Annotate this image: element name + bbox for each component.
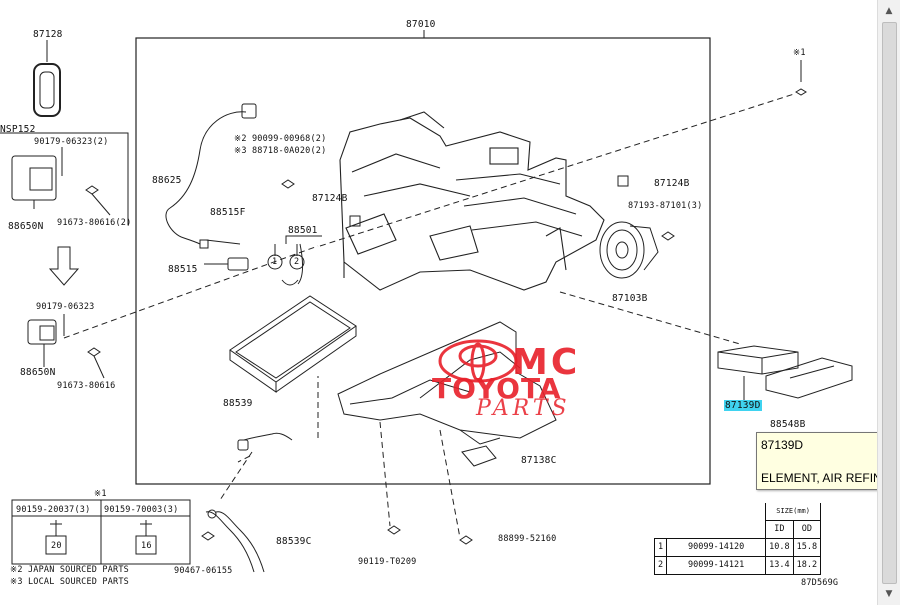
row-num: 2 [653, 555, 668, 575]
label-87124b-b[interactable]: 87124B [654, 178, 690, 189]
tooltip-description: ELEMENT, AIR REFINER [761, 471, 899, 485]
part-88548b-shape [765, 357, 853, 399]
label-88539c[interactable]: 88539C [276, 536, 312, 547]
part-88515-shape [227, 257, 249, 271]
legend-dim-a: 20 [51, 541, 62, 551]
label-87193[interactable]: 87193-87101(3) [628, 201, 703, 211]
scroll-up-icon[interactable]: ▲ [885, 6, 893, 16]
label-90179-b[interactable]: 90179-06323 [36, 302, 95, 312]
size-table: SIZE(mm) ID OD 1 90099-14120 10.8 15.8 2… [653, 503, 822, 575]
label-note1-top: ※1 [793, 48, 806, 58]
part-87128-shape [33, 63, 61, 117]
label-87139d-highlight[interactable]: 87139D [724, 400, 762, 411]
nsp-bracket [0, 132, 129, 225]
label-nsp152: NSP152 [0, 124, 36, 135]
hvac-unit-shape [339, 111, 605, 291]
table-row: 2 90099-14121 13.4 18.2 [653, 555, 822, 575]
size-table-col-od: OD [792, 519, 822, 539]
arrow-down-shape [48, 246, 80, 286]
row-od: 15.8 [792, 537, 822, 557]
row-od: 18.2 [792, 555, 822, 575]
legend-local-sourced: ※3 LOCAL SOURCED PARTS [10, 577, 129, 587]
row-part[interactable]: 90099-14120 [666, 537, 767, 557]
watermark-toyota: TOYOTA [432, 372, 562, 405]
part-88539-hose [243, 432, 293, 441]
label-87010: 87010 [406, 19, 436, 30]
scroll-down-icon[interactable]: ▼ [885, 589, 893, 599]
part-88539c-hose [205, 511, 255, 573]
part-88650n-upper [11, 155, 57, 201]
label-87128[interactable]: 87128 [33, 29, 63, 40]
label-91673-a[interactable]: 91673-80616(2) [57, 218, 132, 228]
part-tooltip: 87139D ELEMENT, AIR REFINER [756, 432, 900, 490]
watermark-parts: PARTS [476, 396, 571, 421]
label-91673-b[interactable]: 91673-80616 [57, 381, 116, 391]
label-88650n-b[interactable]: 88650N [20, 367, 56, 378]
part-88625-wire [165, 111, 247, 245]
row-id: 10.8 [765, 537, 794, 557]
parts-diagram-drawing [0, 30, 853, 573]
label-note3-part[interactable]: ※3 88718-0A020(2) [234, 146, 327, 156]
label-88501[interactable]: 88501 [288, 225, 318, 236]
circle-2-label: 2 [294, 257, 300, 267]
vertical-scrollbar[interactable]: ▲ ▼ [877, 0, 900, 605]
label-88515[interactable]: 88515 [168, 264, 198, 275]
label-87138c[interactable]: 87138C [521, 455, 557, 466]
label-87139d[interactable]: 87139D [724, 400, 762, 411]
part-87103b-shape [599, 221, 659, 279]
watermark-mc: MC [512, 342, 581, 383]
legend-dim-b: 16 [141, 541, 152, 551]
legend-japan-sourced: ※2 JAPAN SOURCED PARTS [10, 565, 129, 575]
label-88539[interactable]: 88539 [223, 398, 253, 409]
circle-1-label: 1 [272, 257, 278, 267]
row-id: 13.4 [765, 555, 794, 575]
toyota-logo-watermark [438, 339, 518, 383]
part-evaporator-shape [229, 295, 357, 393]
scroll-thumb[interactable] [882, 22, 897, 584]
label-90179-a[interactable]: 90179-06323(2) [34, 137, 109, 147]
table-row: 1 90099-14120 10.8 15.8 [653, 537, 822, 557]
part-87139d-shape [717, 345, 799, 375]
label-note1-left: ※1 [94, 489, 107, 499]
diagram-code: 87D569G [801, 578, 839, 588]
label-90119[interactable]: 90119-T0209 [358, 557, 417, 567]
tooltip-part-number: 87139D [761, 438, 804, 452]
label-88625[interactable]: 88625 [152, 175, 182, 186]
legend-part-a[interactable]: 90159-20037(3) [16, 505, 91, 515]
legend-part-b[interactable]: 90159-70003(3) [104, 505, 179, 515]
label-87124b-a[interactable]: 87124B [312, 193, 348, 204]
label-note2-part[interactable]: ※2 90099-00968(2) [234, 134, 327, 144]
row-part[interactable]: 90099-14121 [666, 555, 767, 575]
part-87138c-shape [461, 445, 497, 467]
size-table-header: SIZE(mm) [765, 503, 822, 521]
row-num: 1 [653, 537, 668, 557]
label-88515f[interactable]: 88515F [210, 207, 246, 218]
label-87103b[interactable]: 87103B [612, 293, 648, 304]
assembly-frame [135, 37, 711, 485]
label-88548b[interactable]: 88548B [770, 419, 806, 430]
part-88650n-lower [27, 319, 57, 345]
label-88899[interactable]: 88899-52160 [498, 534, 557, 544]
size-table-col-id: ID [765, 519, 794, 539]
label-88650n-a[interactable]: 88650N [8, 221, 44, 232]
label-90467[interactable]: 90467-06155 [174, 566, 233, 576]
